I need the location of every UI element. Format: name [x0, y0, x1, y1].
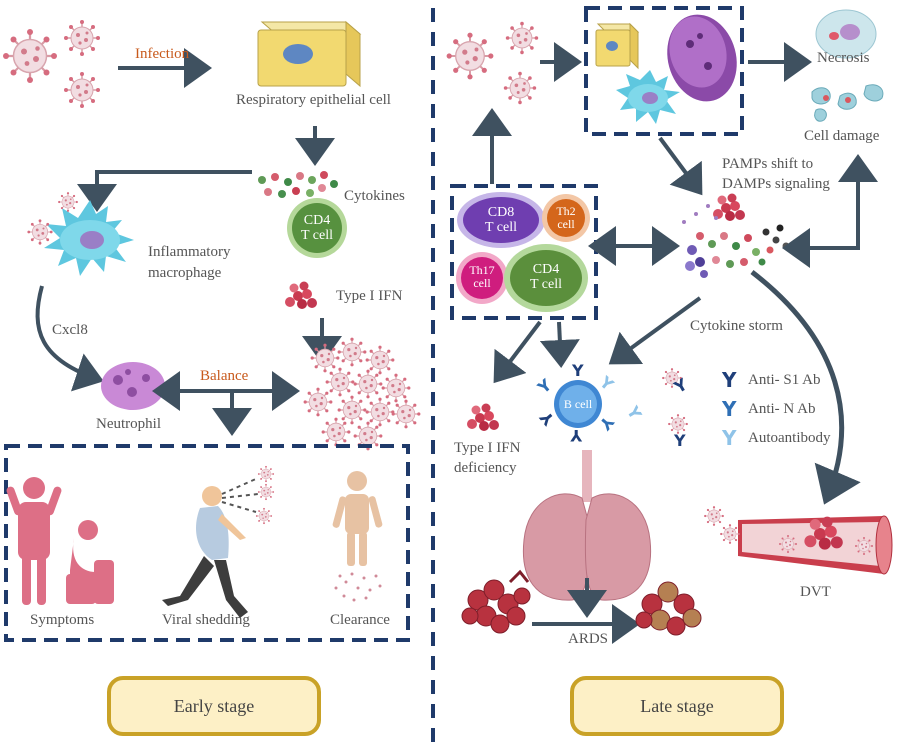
neutrophil-label: Neutrophil: [96, 416, 161, 432]
pamps-label-line1: PAMPs shift to: [722, 156, 814, 172]
symptoms-label: Symptoms: [30, 612, 95, 628]
svg-text:Y: Y: [673, 431, 686, 450]
th2-cell: Th2 cell: [546, 205, 586, 231]
svg-text:Y: Y: [595, 372, 617, 395]
th17-label: Th17: [469, 263, 495, 277]
t-cell-label: T cell: [300, 228, 333, 243]
ifn-deficiency-label-line2: deficiency: [454, 460, 517, 476]
autoantibody-icon: Y: [722, 426, 737, 450]
th2-cell-label: cell: [557, 217, 575, 231]
svg-text:Y: Y: [571, 361, 584, 380]
cd4-t-cell-early: CD4 T cell: [292, 213, 342, 243]
b-cell-label: B cell: [563, 397, 593, 411]
clearance-label: Clearance: [330, 612, 390, 628]
viral-shedding-label: Viral shedding: [162, 612, 250, 628]
cd4-t-cell-late: CD4 T cell: [521, 262, 571, 292]
anti-n-ab-label: Anti- N Ab: [748, 401, 816, 417]
cd4-late-label: CD4: [532, 262, 560, 277]
cd8-t-cell-label: T cell: [484, 220, 517, 235]
early-stage-box: Early stage: [107, 676, 321, 736]
th17-cell: Th17 cell: [462, 264, 502, 290]
cytokines-label: Cytokines: [344, 188, 405, 204]
autoantibody-label: Autoantibody: [748, 430, 831, 446]
anti-s1-ab-icon: Y: [722, 368, 737, 392]
svg-text:Y: Y: [623, 402, 646, 423]
th2-label: Th2: [556, 204, 576, 218]
epithelial-cell-label: Respiratory epithelial cell: [236, 92, 391, 108]
cell-damage-label: Cell damage: [804, 128, 880, 144]
cd8-t-cell: CD8 T cell: [476, 205, 526, 235]
type1-ifn-label: Type I IFN: [336, 288, 403, 304]
svg-text:Y: Y: [570, 426, 583, 445]
cxcl8-label: Cxcl8: [52, 322, 88, 338]
pamps-label-line2: DAMPs signaling: [722, 176, 830, 192]
macrophage-label-line2: macrophage: [148, 265, 222, 281]
svg-text:Y: Y: [533, 375, 555, 398]
cd8-label: CD8: [487, 205, 515, 220]
late-stage-box: Late stage: [570, 676, 784, 736]
infection-label: Infection: [135, 46, 190, 62]
ifn-deficiency-label-line1: Type I IFN: [454, 440, 521, 456]
th17-cell-label: cell: [473, 276, 491, 290]
anti-n-ab-icon: Y: [722, 397, 737, 421]
anti-s1-ab-label: Anti- S1 Ab: [748, 372, 821, 388]
dvt-label: DVT: [800, 584, 831, 600]
balance-label: Balance: [200, 368, 249, 384]
cytokine-storm-label: Cytokine storm: [690, 318, 783, 334]
cd4-late-t-cell-label: T cell: [529, 277, 562, 292]
necrosis-label: Necrosis: [817, 50, 870, 66]
ards-label: ARDS: [568, 631, 609, 647]
macrophage-label-line1: Inflammatory: [148, 244, 231, 260]
cd4-label: CD4: [303, 213, 331, 228]
